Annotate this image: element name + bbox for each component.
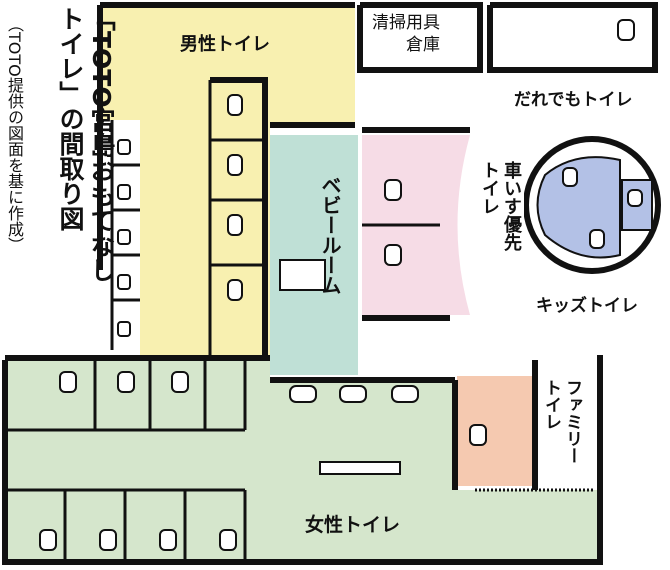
storage-label-line-2: 倉庫 xyxy=(406,35,440,55)
toilet-icon xyxy=(469,424,487,446)
sink-icon xyxy=(339,385,367,403)
anyone-toilet-label: だれでもトイレ xyxy=(512,84,635,111)
wheelchair-label-line-2: トイレ xyxy=(479,161,500,215)
family-label-line-2: トイレ xyxy=(541,379,561,430)
sink-icon xyxy=(289,385,317,403)
bench-icon xyxy=(319,461,401,475)
toilet-icon xyxy=(39,529,57,551)
family-label-line-1: ファミリー xyxy=(562,379,582,464)
baby-bed-icon xyxy=(279,259,326,291)
family-room-area xyxy=(457,376,535,486)
diagram-title: 「TOTO宮島おもてなし トイレ」の間取り図 xyxy=(55,6,117,296)
sink-icon xyxy=(391,385,419,403)
urinal-icon xyxy=(117,321,131,337)
wheelchair-label-line-1: 車いす優先 xyxy=(501,161,522,251)
toilet-icon xyxy=(171,371,189,393)
urinal-icon xyxy=(117,139,131,155)
storage-label-line-1: 清掃用具 xyxy=(372,13,440,33)
toilet-icon xyxy=(99,529,117,551)
mens-room-label: 男性トイレ xyxy=(180,34,270,55)
toilet-icon xyxy=(117,371,135,393)
title-line-2: トイレ」の間取り図 xyxy=(56,6,85,231)
toilet-icon xyxy=(589,229,605,249)
toilet-icon xyxy=(159,529,177,551)
baby-room-area xyxy=(270,135,358,375)
toilet-icon xyxy=(59,371,77,393)
womens-room-area xyxy=(5,360,600,562)
urinal-icon xyxy=(117,229,131,245)
toilet-icon xyxy=(384,179,402,201)
kids-toilet-label: キッズトイレ xyxy=(534,290,640,317)
toilet-icon xyxy=(617,19,635,41)
storage-room-label: 清掃用具 倉庫 xyxy=(372,12,440,56)
toilet-icon xyxy=(227,154,243,176)
wheelchair-toilet-label: 車いす優先 トイレ xyxy=(476,160,524,252)
toilet-icon xyxy=(227,214,243,236)
womens-room-label: 女性トイレ xyxy=(305,514,401,536)
family-toilet-label: ファミリー トイレ xyxy=(538,378,584,465)
toilet-icon xyxy=(227,94,243,116)
source-note: （TOTO提供の図面を基に作成） xyxy=(5,16,24,253)
toilet-icon xyxy=(227,279,243,301)
urinal-icon xyxy=(117,274,131,290)
toilet-icon xyxy=(562,167,578,187)
mens-room-area xyxy=(100,5,355,355)
toilet-icon xyxy=(627,189,643,207)
urinal-icon xyxy=(117,184,131,200)
toilet-icon xyxy=(219,529,237,551)
baby-room-label: ベビールーム xyxy=(318,175,342,295)
title-line-1: 「TOTO宮島おもてなし xyxy=(87,6,116,283)
toilet-icon xyxy=(384,244,402,266)
